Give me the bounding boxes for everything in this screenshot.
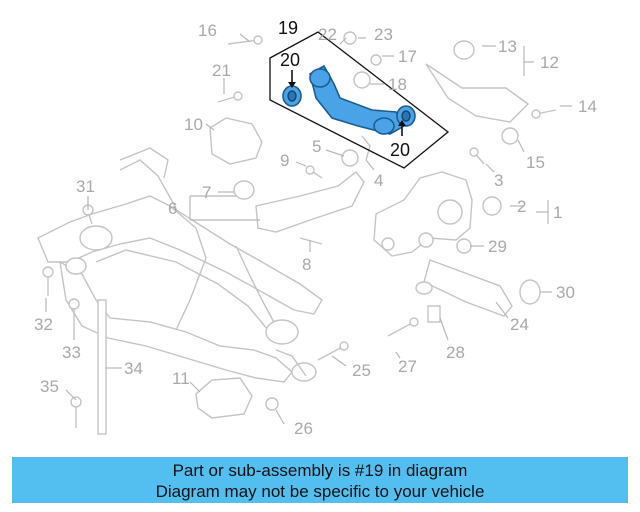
leader-lines-highlight — [288, 70, 406, 136]
callout-23: 23 — [374, 25, 393, 44]
callout-6: 6 — [168, 199, 177, 218]
callout-13: 13 — [498, 37, 517, 56]
callout-18: 18 — [388, 75, 407, 94]
callout-11: 11 — [172, 369, 190, 388]
callout-14: 14 — [578, 97, 597, 116]
control-arm-12 — [425, 40, 530, 123]
callout-30: 30 — [556, 283, 575, 302]
callout-35: 35 — [40, 377, 59, 396]
callout-24: 24 — [510, 315, 529, 334]
callout-27: 27 — [398, 357, 417, 376]
callout-15: 15 — [526, 153, 545, 172]
stabilizer-bar — [97, 299, 107, 435]
parts-diagram: 1 2 3 4 5 6 7 8 9 10 11 12 13 14 15 16 1… — [34, 18, 597, 438]
callout-7: 7 — [202, 183, 211, 202]
bushing-20-left — [282, 85, 302, 107]
callout-22: 22 — [318, 25, 337, 44]
callout-9: 9 — [280, 151, 289, 170]
subframe — [37, 147, 323, 383]
mount-11 — [195, 377, 253, 419]
bracket-10 — [209, 117, 263, 165]
callout-34: 34 — [124, 359, 143, 378]
callout-29: 29 — [488, 237, 507, 256]
callout-2: 2 — [517, 197, 526, 216]
callout-28: 28 — [446, 343, 465, 362]
callout-17: 17 — [398, 47, 417, 66]
callout-5: 5 — [312, 137, 321, 156]
callout-26: 26 — [294, 419, 313, 438]
callout-16: 16 — [198, 21, 217, 40]
banner-line-1: Part or sub-assembly is #19 in diagram — [172, 461, 468, 480]
callout-33: 33 — [62, 343, 81, 362]
callout-8: 8 — [302, 255, 311, 274]
callout-1: 1 — [553, 203, 562, 222]
link-24 — [415, 259, 513, 317]
hardware — [42, 31, 557, 428]
banner-line-2: Diagram may not be specific to your vehi… — [155, 482, 485, 501]
callout-3: 3 — [494, 171, 503, 190]
part-19-frame — [269, 31, 450, 169]
leader-lines — [45, 33, 572, 425]
knuckle — [373, 171, 473, 257]
info-banner: Part or sub-assembly is #19 in diagram D… — [12, 457, 628, 503]
callout-25: 25 — [352, 361, 371, 380]
callout-20-right: 20 — [390, 140, 410, 160]
bushing-20-right — [396, 105, 416, 127]
callout-31: 31 — [76, 177, 95, 196]
callout-20-left: 20 — [280, 50, 300, 70]
callout-4: 4 — [374, 171, 383, 190]
lateral-arm — [233, 171, 365, 233]
callout-10: 10 — [184, 115, 203, 134]
callout-12: 12 — [540, 53, 559, 72]
callout-19: 19 — [278, 18, 298, 38]
callout-32: 32 — [34, 315, 53, 334]
callout-21: 21 — [212, 61, 231, 80]
